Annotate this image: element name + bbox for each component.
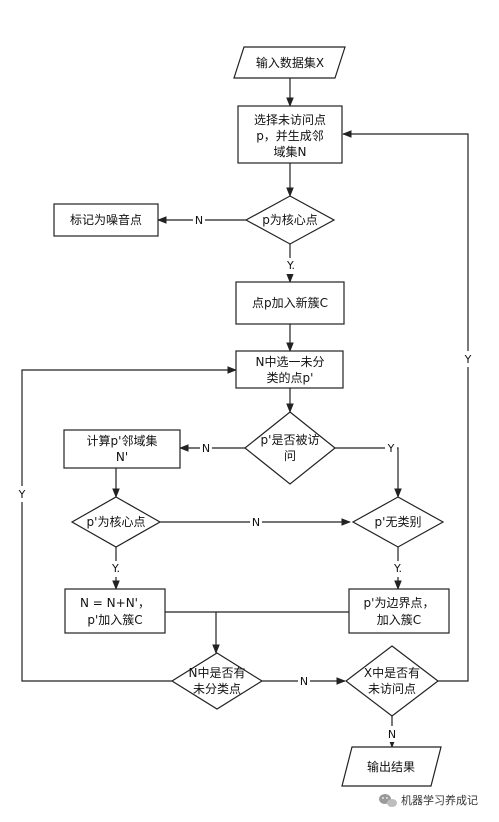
svg-text:域集N: 域集N: [274, 144, 307, 159]
arrow-ncheck-loop-back: [21, 366, 237, 682]
svg-text:p'是否被访: p'是否被访: [261, 433, 320, 447]
svg-text:问: 问: [284, 449, 296, 463]
svg-text:点p加入新簇C: 点p加入新簇C: [252, 295, 328, 310]
node-border: p'为边界点， 加入簇C: [348, 588, 450, 634]
svg-text:未分类点: 未分类点: [193, 682, 241, 696]
decision-x-unvisited: X中是否有 未访问点: [345, 645, 439, 717]
svg-text:N中选一未分: N中选一未分: [256, 354, 325, 369]
edge-label-xcheck-yes: Y: [464, 353, 472, 366]
decision-n-unclassified: N中是否有 未分类点: [170, 652, 264, 710]
edge-label-visited-no: N: [202, 442, 210, 455]
watermark: 机器学习养成记: [379, 793, 478, 807]
svg-text:p为核心点: p为核心点: [262, 213, 318, 227]
wechat-icon: [379, 794, 397, 807]
svg-text:p'为边界点，: p'为边界点，: [364, 596, 435, 610]
watermark-text: 机器学习养成记: [401, 793, 478, 807]
svg-text:p'加入簇C: p'加入簇C: [87, 612, 142, 627]
svg-text:输出结果: 输出结果: [367, 759, 415, 774]
node-output: 输出结果: [341, 746, 442, 787]
edge-label-core-yes: Y.: [286, 259, 295, 272]
edge-label-p2core-no: N: [252, 516, 260, 529]
svg-text:标记为噪音点: 标记为噪音点: [70, 212, 142, 227]
arrow-visited-to-noclass: [335, 447, 402, 498]
svg-text:类的点p': 类的点p': [267, 370, 314, 385]
node-select-unvisited: 选择未访问点 p，并生成邻 域集N: [237, 105, 343, 164]
svg-text:p'为核心点: p'为核心点: [87, 515, 146, 529]
edge-labels: N Y. N Y N Y. Y. Y N Y N: [16, 212, 474, 742]
decision-is-core: p为核心点: [244, 195, 336, 245]
decision-p2-no-class: p'无类别: [351, 496, 445, 548]
connectors: [21, 78, 469, 748]
svg-text:计算p'邻域集: 计算p'邻域集: [87, 433, 158, 448]
svg-text:加入簇C: 加入簇C: [377, 612, 421, 627]
node-merge: N = N+N'， p'加入簇C: [64, 588, 166, 634]
svg-text:N': N': [116, 450, 128, 464]
edge-label-core-no: N: [195, 214, 203, 227]
node-input-text: 输入数据集X: [256, 55, 324, 70]
node-add-new-cluster: 点p加入新簇C: [235, 281, 345, 325]
svg-text:p，并生成邻: p，并生成邻: [256, 129, 324, 143]
edge-label-xcheck-no: N: [388, 728, 396, 741]
arrow-xcheck-loop-back: [342, 130, 469, 682]
node-compute-neighborhood: 计算p'邻域集 N': [63, 429, 181, 469]
svg-text:X中是否有: X中是否有: [364, 665, 420, 680]
svg-text:选择未访问点: 选择未访问点: [254, 113, 326, 127]
node-input: 输入数据集X: [233, 46, 346, 79]
decision-visited: p'是否被访 问: [244, 411, 336, 485]
edge-label-ncheck-no: N: [300, 675, 308, 688]
node-mark-noise: 标记为噪音点: [53, 203, 159, 237]
svg-text:N中是否有: N中是否有: [189, 665, 246, 680]
edge-label-noclass-yes: Y.: [393, 562, 402, 575]
edge-label-visited-yes: Y: [387, 442, 395, 455]
node-pick-from-n: N中选一未分 类的点p': [235, 350, 344, 389]
decision-p2-core: p'为核心点: [70, 496, 162, 548]
svg-text:未访问点: 未访问点: [368, 682, 416, 696]
edge-label-ncheck-yes: Y: [18, 488, 26, 501]
arrow-merge-to-ncheck: [165, 611, 220, 654]
svg-text:N = N+N'，: N = N+N'，: [80, 596, 150, 610]
edge-label-p2core-yes: Y.: [111, 562, 120, 575]
svg-text:p'无类别: p'无类别: [375, 515, 422, 529]
